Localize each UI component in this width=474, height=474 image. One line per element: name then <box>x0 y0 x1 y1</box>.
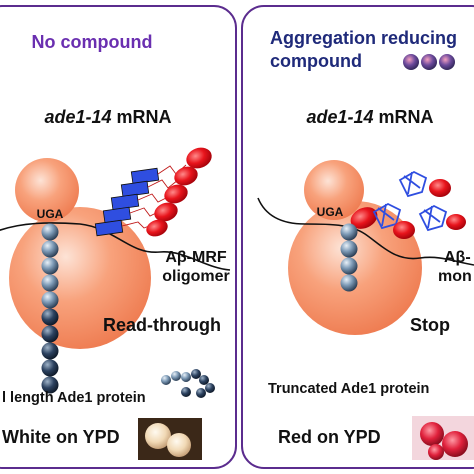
release-factor-icon <box>446 214 466 230</box>
chain-bead-icon <box>41 274 59 292</box>
red-colony-photo <box>412 416 474 460</box>
chain-bead-icon <box>340 223 358 241</box>
release-factor-icon <box>350 207 378 229</box>
right-phenotype: Red on YPD <box>278 427 381 447</box>
left-free-protein <box>161 369 215 398</box>
yeast-colony-icon <box>420 422 444 446</box>
yeast-colony-icon <box>428 444 444 460</box>
yeast-colony-icon <box>145 423 171 449</box>
right-codon: UGA <box>317 205 344 219</box>
chain-bead-icon <box>181 372 191 382</box>
right-panel-frame <box>241 5 474 469</box>
left-ribosome-small-subunit <box>15 158 79 222</box>
chain-bead-icon <box>161 375 171 385</box>
right-protein-label: Truncated Ade1 protein <box>268 381 429 397</box>
chain-bead-icon <box>181 387 191 397</box>
chain-bead-icon <box>41 240 59 258</box>
right-peptide-label: Aβ-mon <box>438 249 472 285</box>
chain-bead-icon <box>205 383 215 393</box>
chain-bead-icon <box>41 376 59 394</box>
chain-bead-icon <box>41 291 59 309</box>
left-oligomer <box>94 147 212 237</box>
right-truncated-chain <box>340 223 358 292</box>
white-colony-photo <box>138 418 202 460</box>
chain-bead-icon <box>340 257 358 275</box>
right-mrna-label: ade1-14 mRNA <box>306 107 433 127</box>
monomer-wire-icon <box>418 204 448 232</box>
right-outcome: Stop <box>410 315 450 335</box>
left-mrna-label: ade1-14 mRNA <box>44 107 171 127</box>
chain-bead-icon <box>41 223 59 241</box>
chain-bead-icon <box>199 375 209 385</box>
oligomer-block-icon <box>94 219 124 237</box>
release-factor-icon <box>164 184 188 204</box>
left-full-length-chain <box>41 223 59 394</box>
chain-bead-icon <box>41 359 59 377</box>
chain-bead-icon <box>191 369 201 379</box>
left-protein-label: l length Ade1 protein <box>2 390 146 406</box>
compound-sphere-icon <box>439 54 455 70</box>
right-mrna-strand <box>257 197 474 266</box>
release-factor-icon <box>186 147 212 169</box>
chain-bead-icon <box>41 325 59 343</box>
left-outcome: Read-through <box>103 315 221 335</box>
left-mrna-strand <box>0 222 231 271</box>
chain-bead-icon <box>340 274 358 292</box>
chain-bead-icon <box>196 388 206 398</box>
chain-bead-icon <box>41 308 59 326</box>
left-panel: No compound ade1-14 mRNA UGA <box>0 5 237 469</box>
release-factor-icon <box>146 219 168 237</box>
yeast-colony-icon <box>442 431 468 457</box>
chain-bead-icon <box>41 342 59 360</box>
chain-bead-icon <box>41 257 59 275</box>
release-factor-icon <box>393 221 415 239</box>
chain-bead-icon <box>171 371 181 381</box>
compound-icons <box>403 54 455 70</box>
right-monomers <box>372 170 466 239</box>
compound-sphere-icon <box>421 54 437 70</box>
right-ribosome-small-subunit <box>304 160 364 220</box>
left-title: No compound <box>32 32 153 52</box>
left-phenotype: White on YPD <box>2 427 120 447</box>
release-factor-icon <box>174 166 198 186</box>
monomer-wire-icon <box>398 170 428 198</box>
compound-sphere-icon <box>403 54 419 70</box>
release-factor-icon <box>154 202 178 222</box>
left-panel-frame <box>0 5 237 469</box>
monomer-wire-icon <box>372 202 402 230</box>
chain-bead-icon <box>340 240 358 258</box>
release-factor-icon <box>429 179 451 197</box>
left-codon: UGA <box>37 207 64 221</box>
yeast-colony-icon <box>167 433 191 457</box>
